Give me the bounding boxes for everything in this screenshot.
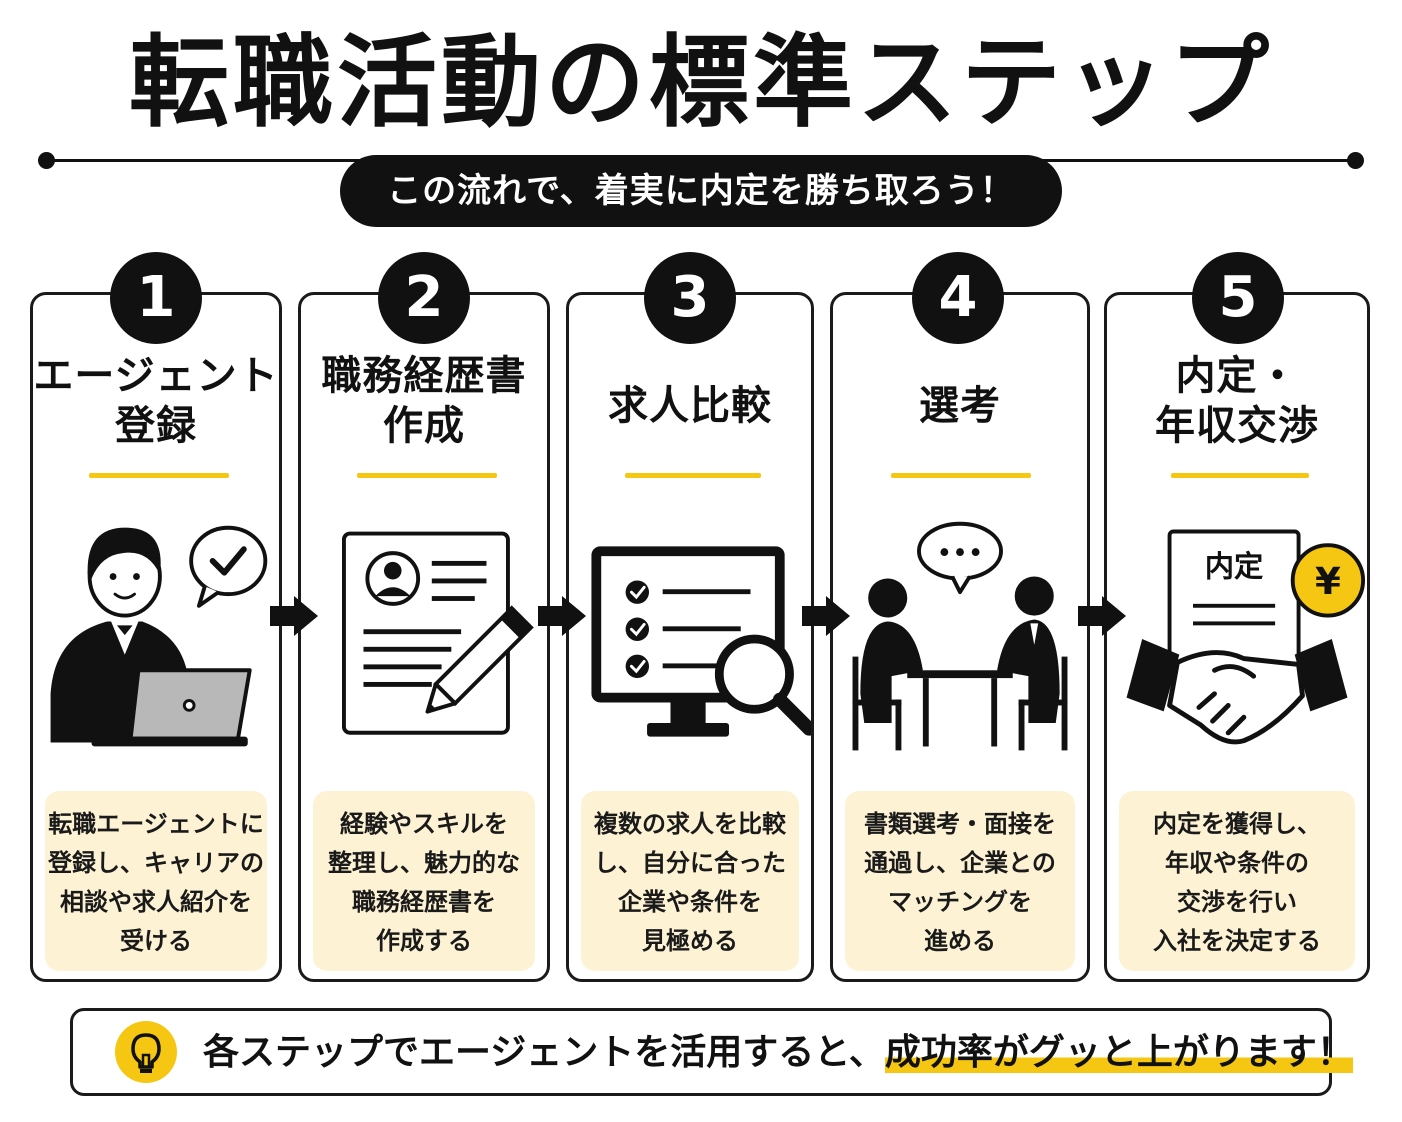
step-underline	[891, 473, 1031, 478]
step-title: エージェント 登録	[33, 353, 279, 449]
arrow-right-icon	[802, 596, 850, 636]
step-card-3: 求人比較 複数の求人を比較 し、自分に合った 企業や条件を 見極める	[566, 292, 814, 982]
step-description-box: 内定を獲得し、 年収や条件の 交渉を行い 入社を決定する	[1119, 791, 1355, 971]
step-description: 経験やスキルを 整理し、魅力的な 職務経歴書を 作成する	[328, 810, 520, 955]
step-title: 内定・ 年収交渉	[1155, 353, 1319, 449]
page-title: 転職活動の標準ステップ	[129, 24, 1273, 141]
interview-meeting-icon	[852, 521, 1068, 751]
divider-dot-left	[38, 152, 55, 169]
step-underline	[357, 473, 497, 478]
step-number-badge-3: 3	[644, 252, 736, 344]
step-description: 複数の求人を比較 し、自分に合った 企業や条件を 見極める	[594, 810, 786, 955]
footer-tip-box: 各ステップでエージェントを活用すると、成功率がグッと上がります！	[70, 1008, 1353, 1096]
step-number-badge-5: 5	[1192, 252, 1284, 344]
arrow-right-icon	[1078, 596, 1126, 636]
step-description: 転職エージェントに 登録し、キャリアの 相談や求人紹介を 受ける	[48, 810, 264, 955]
offer-label: 内定	[1205, 549, 1264, 583]
step-description-box: 転職エージェントに 登録し、キャリアの 相談や求人紹介を 受ける	[45, 791, 267, 971]
step-card-2: 職務経歴書 作成 経験やスキルを 整理し、魅力的な 職務経歴書を 作成する	[298, 292, 550, 982]
monitor-checklist-search-icon	[591, 546, 811, 737]
lightbulb-icon	[115, 1021, 177, 1083]
footer-text-plain: 各ステップでエージェントを活用すると、	[203, 1032, 885, 1073]
step-description: 内定を獲得し、 年収や条件の 交渉を行い 入社を決定する	[1153, 810, 1321, 955]
step-underline	[89, 473, 229, 478]
footer-tip-text: 各ステップでエージェントを活用すると、成功率がグッと上がります！	[203, 1029, 1353, 1077]
step-card-1: エージェント 登録 転職エージェントに 登録し、キャリアの 相談や求人紹介を 受…	[30, 292, 282, 982]
step-number-badge-1: 1	[110, 252, 202, 344]
step-card-4: 選考 書類選考・面接を 通過し、企業との マッチングを 進める	[830, 292, 1090, 982]
step-underline	[1171, 473, 1309, 478]
yen-symbol: ¥	[1315, 560, 1341, 603]
step-description-box: 複数の求人を比較 し、自分に合った 企業や条件を 見極める	[581, 791, 799, 971]
step-description: 書類選考・面接を 通過し、企業との マッチングを 進める	[864, 810, 1056, 955]
arrow-right-icon	[270, 596, 318, 636]
footer-text-highlight: 成功率がグッと上がります！	[884, 1032, 1353, 1073]
step-description-box: 経験やスキルを 整理し、魅力的な 職務経歴書を 作成する	[313, 791, 535, 971]
person-laptop-checkmark-icon	[50, 525, 268, 747]
step-description-box: 書類選考・面接を 通過し、企業との マッチングを 進める	[845, 791, 1075, 971]
step-number-badge-2: 2	[378, 252, 470, 344]
step-card-5: 内定・ 年収交渉 内定 ¥ 内定を獲得し、 年収や条件の 交渉を行い 入社を決定…	[1104, 292, 1370, 982]
resume-pencil-icon	[342, 531, 534, 735]
step-title: 職務経歴書 作成	[321, 353, 527, 449]
step-title: 求人比較	[608, 383, 772, 429]
step-title: 選考	[919, 383, 1001, 429]
arrow-right-icon	[538, 596, 586, 636]
offer-handshake-yen-icon: 内定 ¥	[1126, 529, 1366, 745]
divider-dot-right	[1347, 152, 1364, 169]
step-number-badge-4: 4	[912, 252, 1004, 344]
step-underline	[625, 473, 761, 478]
subtitle-pill: この流れで、着実に内定を勝ち取ろう！	[340, 155, 1062, 227]
